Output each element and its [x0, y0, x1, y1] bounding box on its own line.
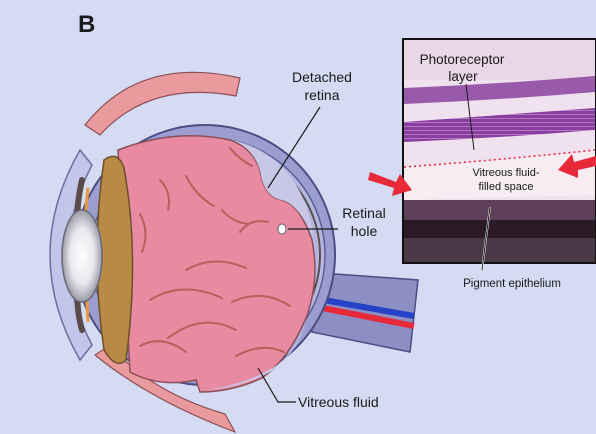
crystalline-lens [62, 210, 102, 302]
panel-letter: B [78, 11, 95, 38]
inset-bottom-tissue [404, 238, 595, 262]
inset-choroid-dark [404, 220, 595, 238]
label-retinal-hole-2: hole [351, 223, 378, 239]
label-detached-retina-1: Detached [292, 69, 352, 85]
histology-inset: Photoreceptor layer Vitreous fluid- fill… [368, 39, 596, 270]
label-photoreceptor-2: layer [448, 69, 478, 84]
retinal-hole-mark [278, 224, 286, 234]
eye-cross-section [50, 72, 418, 432]
label-vitreous-space-1: Vitreous fluid- [472, 167, 539, 179]
label-detached-retina-2: retina [304, 87, 339, 103]
label-vitreous-space-2: filled space [478, 181, 533, 193]
label-photoreceptor-1: Photoreceptor [420, 52, 505, 67]
label-vitreous-fluid: Vitreous fluid [298, 394, 379, 410]
inset-pigment-layer [404, 200, 595, 220]
label-pigment-epithelium: Pigment epithelium [463, 278, 561, 290]
label-retinal-hole-1: Retinal [342, 205, 386, 221]
